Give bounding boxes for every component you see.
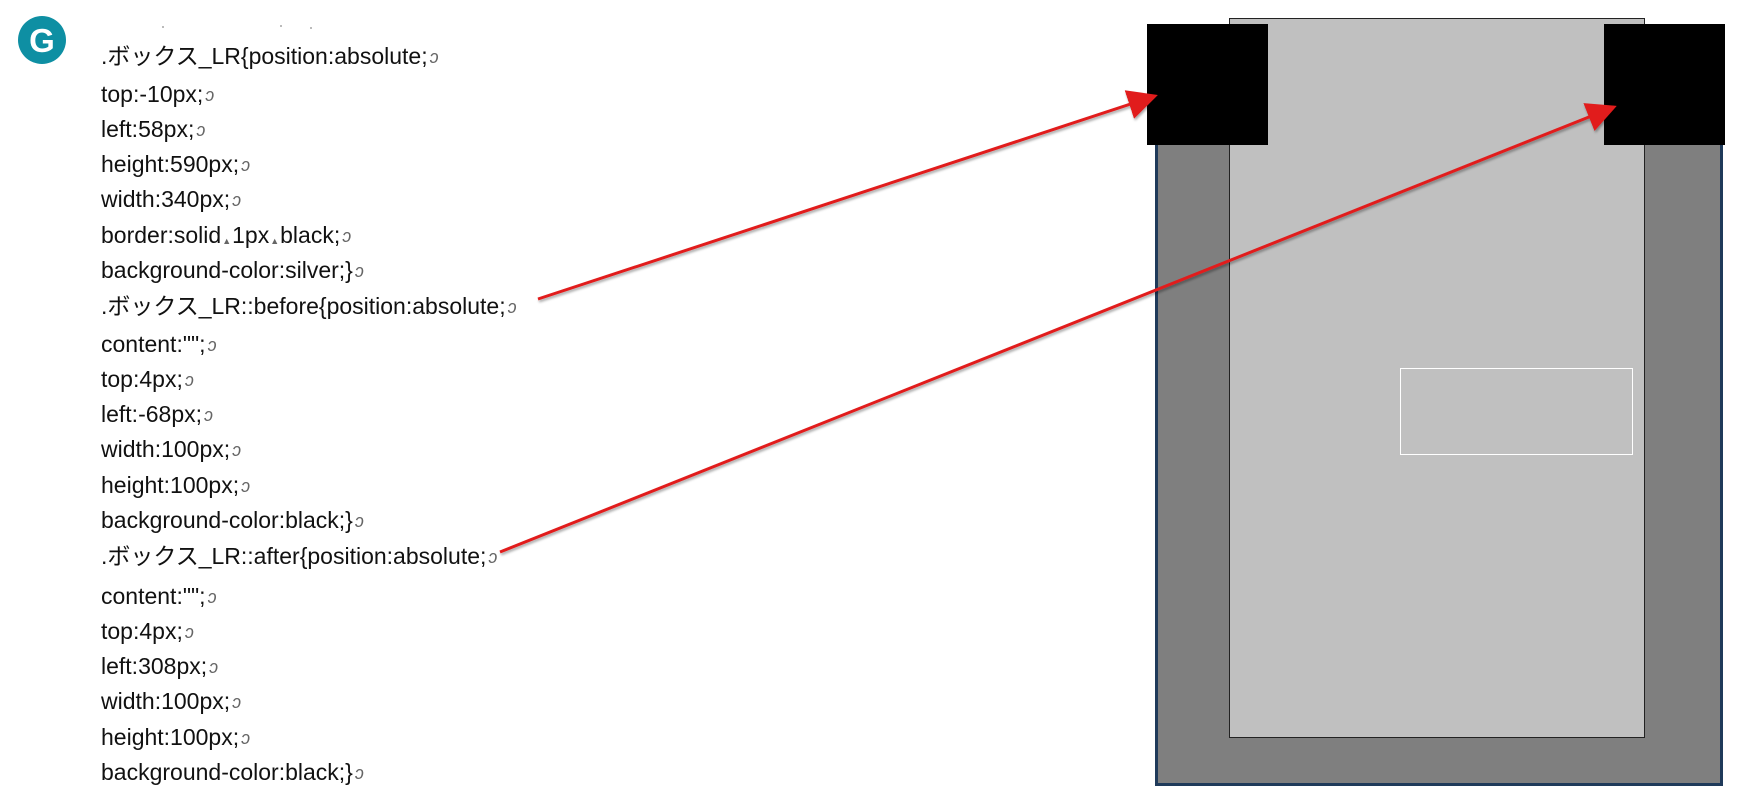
- arrow-before: [537, 90, 1158, 301]
- return-mark-icon: ↄ: [507, 297, 517, 317]
- inner-outline-rect: [1400, 368, 1633, 455]
- return-mark-icon: ↄ: [184, 622, 194, 642]
- code-line: left:-68px;ↄ: [101, 401, 213, 427]
- code-line: top:4px;ↄ: [101, 366, 194, 392]
- box-lr-after-square: [1604, 24, 1725, 145]
- space-mark-icon: ▲: [222, 236, 232, 246]
- return-mark-icon: ↄ: [429, 47, 439, 67]
- return-mark-icon: ↄ: [342, 226, 352, 246]
- code-line: top:-10px;ↄ: [101, 81, 215, 107]
- code-line: background-color:black;}ↄ: [101, 759, 364, 785]
- code-line: .ボックス_LR{position:absolute;ↄ: [101, 43, 439, 69]
- code-line: content:"";ↄ: [101, 583, 217, 609]
- return-mark-icon: ↄ: [354, 763, 364, 783]
- code-line: width:100px;ↄ: [101, 436, 242, 462]
- return-mark-icon: ↄ: [205, 85, 215, 105]
- code-line: background-color:black;}ↄ: [101, 507, 364, 533]
- code-line: content:"";ↄ: [101, 331, 217, 357]
- code-line: width:340px;ↄ: [101, 186, 242, 212]
- return-mark-icon: ↄ: [184, 370, 194, 390]
- return-mark-icon: ↄ: [354, 261, 364, 281]
- return-mark-icon: ↄ: [354, 511, 364, 531]
- return-mark-icon: ↄ: [232, 692, 242, 712]
- code-line: left:58px;ↄ: [101, 116, 206, 142]
- return-mark-icon: ↄ: [241, 476, 251, 496]
- return-mark-icon: ↄ: [488, 547, 498, 567]
- code-line: height:100px;ↄ: [101, 724, 251, 750]
- return-mark-icon: ↄ: [196, 120, 206, 140]
- box-lr-element: [1229, 18, 1645, 738]
- code-line: height:100px;ↄ: [101, 472, 251, 498]
- code-line: top:4px;ↄ: [101, 618, 194, 644]
- return-mark-icon: ↄ: [209, 657, 219, 677]
- code-line: left:308px;ↄ: [101, 653, 219, 679]
- return-mark-icon: ↄ: [232, 190, 242, 210]
- return-mark-icon: ↄ: [204, 405, 213, 425]
- logo-icon: G: [18, 16, 66, 64]
- code-line: border:solid▲1px▲black;ↄ: [101, 221, 351, 255]
- box-lr-before-square: [1147, 24, 1268, 145]
- logo-letter: G: [29, 21, 55, 59]
- space-mark-icon: ▲: [270, 236, 280, 246]
- code-line: .ボックス_LR::before{position:absolute;ↄ: [101, 293, 517, 319]
- return-mark-icon: ↄ: [241, 728, 251, 748]
- code-line: height:590px;ↄ: [101, 151, 251, 177]
- return-mark-icon: ↄ: [207, 335, 217, 355]
- return-mark-icon: ↄ: [232, 440, 242, 460]
- return-mark-icon: ↄ: [207, 587, 217, 607]
- code-line: background-color:silver;}ↄ: [101, 257, 364, 283]
- code-line: .ボックス_LR::after{position:absolute;ↄ: [101, 543, 498, 569]
- render-preview: [1147, 18, 1730, 792]
- return-mark-icon: ↄ: [241, 155, 251, 175]
- scan-artifacts: [160, 24, 340, 30]
- code-line: width:100px;ↄ: [101, 688, 242, 714]
